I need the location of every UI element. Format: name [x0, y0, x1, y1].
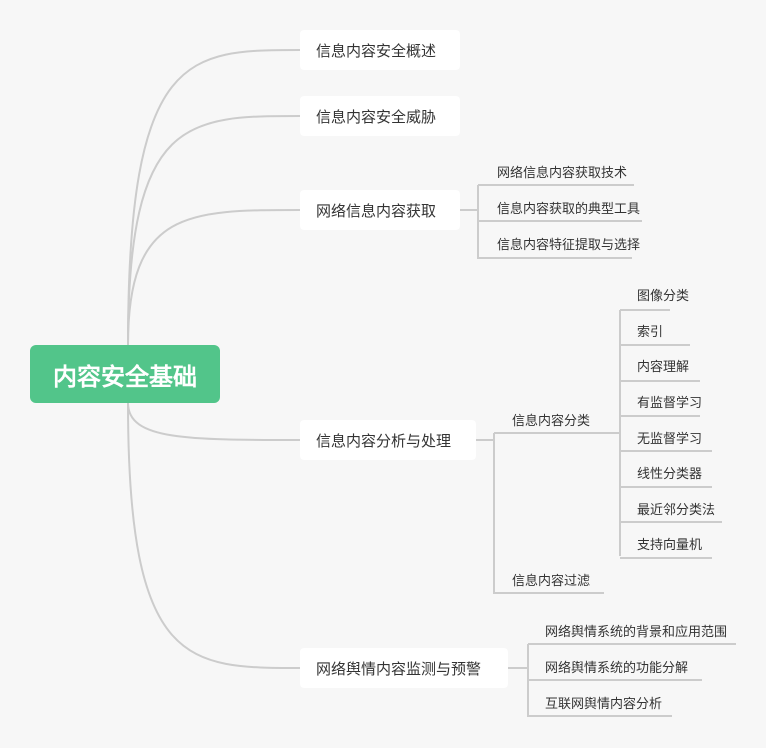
- node-supervised-learning[interactable]: 有监督学习: [637, 396, 703, 411]
- mon-bracket: [527, 644, 672, 717]
- branch-monitoring[interactable]: 网络舆情内容监测与预警: [300, 648, 508, 688]
- branch-analysis[interactable]: 信息内容分析与处理: [300, 420, 476, 460]
- node-feature-selection[interactable]: 信息内容特征提取与选择: [497, 238, 641, 253]
- node-internet-opinion-analysis[interactable]: 互联网舆情内容分析: [545, 697, 663, 712]
- acq-bracket: [477, 185, 632, 259]
- node-classification[interactable]: 信息内容分类: [512, 414, 591, 429]
- node-linear-classifier[interactable]: 线性分类器: [637, 467, 703, 482]
- node-unsupervised-learning[interactable]: 无监督学习: [637, 432, 703, 447]
- root-link-2: [127, 209, 301, 346]
- node-filtering[interactable]: 信息内容过滤: [512, 574, 591, 589]
- node-acquisition-tools[interactable]: 信息内容获取的典型工具: [497, 202, 641, 217]
- node-opinion-background[interactable]: 网络舆情系统的背景和应用范围: [545, 625, 728, 640]
- root-link-1: [127, 115, 301, 346]
- branch-overview[interactable]: 信息内容安全概述: [300, 30, 460, 70]
- root-node[interactable]: 内容安全基础: [30, 345, 220, 403]
- branch-acquisition[interactable]: 网络信息内容获取: [300, 190, 460, 230]
- ana-bracket: [493, 433, 604, 594]
- node-content-understanding[interactable]: 内容理解: [637, 360, 690, 375]
- node-image-classification[interactable]: 图像分类: [637, 289, 690, 304]
- node-nearest-neighbor[interactable]: 最近邻分类法: [637, 503, 716, 518]
- node-index[interactable]: 索引: [637, 325, 664, 340]
- branch-threats[interactable]: 信息内容安全威胁: [300, 96, 460, 136]
- root-link-0: [127, 49, 301, 346]
- node-svm[interactable]: 支持向量机: [637, 538, 703, 553]
- node-acquisition-tech[interactable]: 网络信息内容获取技术: [497, 166, 628, 181]
- root-link-3: [127, 402, 301, 441]
- root-link-4: [127, 402, 301, 669]
- node-opinion-functions[interactable]: 网络舆情系统的功能分解: [545, 661, 689, 676]
